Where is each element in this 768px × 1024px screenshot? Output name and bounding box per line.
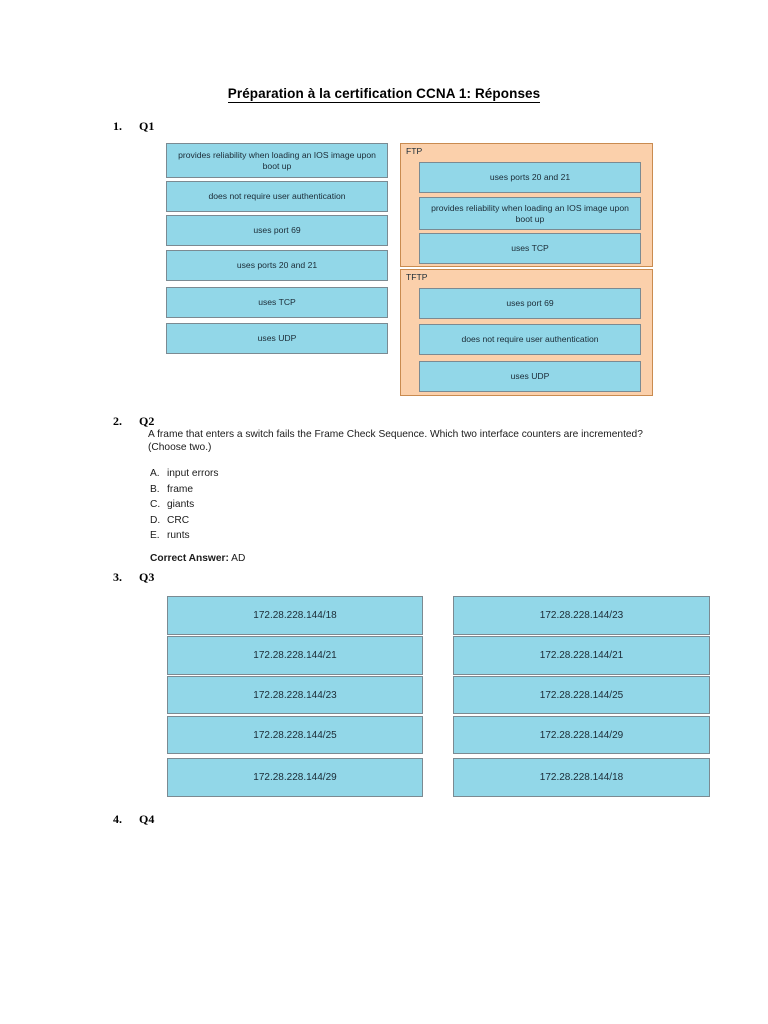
category-item-box-ftp[interactable]: uses ports 20 and 21 [419,162,641,193]
ip-box-left[interactable]: 172.28.228.144/21 [167,636,423,675]
correct-answer-label: Correct Answer: [150,553,229,564]
question-prompt-line2: (Choose two.) [148,442,212,454]
category-item-box-tftp[interactable]: does not require user authentication [419,324,641,355]
ip-box-right[interactable]: 172.28.228.144/18 [453,758,710,797]
source-item-box[interactable]: provides reliability when loading an IOS… [166,143,388,178]
answer-option[interactable]: B. frame [150,482,219,498]
ip-box-label: 172.28.228.144/25 [539,689,624,701]
answer-options-q2: A. input errors B. frame C. giants D. CRC E.… [150,466,219,544]
answer-option-text: CRC [167,514,190,526]
source-item-box[interactable]: uses TCP [166,287,388,318]
question-heading-q2: 2. Q2 [113,414,154,429]
ip-box-label: 172.28.228.144/29 [539,729,624,741]
answer-option-letter: A. [150,468,160,479]
category-item-label: provides reliability when loading an IOS… [431,202,629,224]
ip-box-right[interactable]: 172.28.228.144/23 [453,596,710,635]
answer-option-text: input errors [167,468,219,479]
question-number-q1: 1. [113,119,122,133]
page-title: Préparation à la certification CCNA 1: R… [0,86,768,103]
question-label-q1: Q1 [139,119,155,133]
category-item-label: uses port 69 [506,298,554,309]
source-item-label: uses UDP [257,333,297,344]
ip-box-label: 172.28.228.144/29 [253,772,337,783]
ip-box-right[interactable]: 172.28.228.144/25 [453,676,710,714]
question-number-q4: 4. [113,812,122,826]
correct-answer-value: AD [231,553,246,564]
ip-box-label: 172.28.228.144/21 [539,650,624,661]
category-item-box-ftp[interactable]: provides reliability when loading an IOS… [419,197,641,230]
ip-box-label: 172.28.228.144/25 [253,729,337,741]
question-heading-q1: 1. Q1 [113,119,154,134]
category-item-box-ftp[interactable]: uses TCP [419,233,641,264]
source-item-label: uses port 69 [253,225,301,236]
ip-box-label: 172.28.228.144/18 [539,772,624,783]
question-prompt-q2: A frame that enters a switch fails the F… [148,428,693,455]
category-item-label: uses TCP [511,243,549,254]
source-item-box[interactable]: uses ports 20 and 21 [166,250,388,281]
source-item-label: uses TCP [258,297,296,308]
source-item-label: provides reliability when loading an IOS… [178,149,376,171]
ip-box-right[interactable]: 172.28.228.144/21 [453,636,710,675]
page-title-text: Préparation à la certification CCNA 1: R… [227,86,541,103]
source-item-label: uses ports 20 and 21 [236,260,318,271]
ip-box-label: 172.28.228.144/23 [253,689,337,701]
question-heading-q4: 4. Q4 [113,812,154,827]
question-label-q2: Q2 [139,414,155,428]
answer-option[interactable]: C. giants [150,497,219,513]
category-item-box-tftp[interactable]: uses port 69 [419,288,641,319]
answer-option-letter: B. [150,483,160,495]
category-label-tftp: TFTP [406,272,428,282]
category-item-label: uses ports 20 and 21 [489,172,571,183]
source-item-box[interactable]: uses UDP [166,323,388,354]
correct-answer-q2: Correct Answer: AD [150,553,245,564]
answer-option-text: giants [167,499,195,510]
category-item-label: uses UDP [510,371,550,382]
source-item-label: does not require user authentication [208,191,346,202]
ip-box-left[interactable]: 172.28.228.144/18 [167,596,423,635]
ip-box-label: 172.28.228.144/18 [253,610,337,621]
question-heading-q3: 3. Q3 [113,570,154,585]
category-item-label: does not require user authentication [461,334,599,345]
question-label-q4: Q4 [139,812,155,826]
question-number-q3: 3. [113,570,122,584]
ip-box-left[interactable]: 172.28.228.144/25 [167,716,423,754]
ip-box-label: 172.28.228.144/21 [253,650,337,661]
answer-option-letter: D. [150,514,161,526]
answer-option[interactable]: E. runts [150,528,219,544]
answer-option[interactable]: A. input errors [150,466,219,482]
answer-option-letter: C. [150,499,161,510]
question-label-q3: Q3 [139,570,155,584]
ip-box-left[interactable]: 172.28.228.144/29 [167,758,423,797]
ip-box-right[interactable]: 172.28.228.144/29 [453,716,710,754]
answer-option[interactable]: D. CRC [150,513,219,529]
answer-option-letter: E. [150,530,160,541]
source-item-box[interactable]: uses port 69 [166,215,388,246]
category-item-box-tftp[interactable]: uses UDP [419,361,641,392]
answer-option-text: frame [167,483,194,495]
source-item-box[interactable]: does not require user authentication [166,181,388,212]
answer-option-text: runts [167,530,190,541]
ip-box-label: 172.28.228.144/23 [539,610,624,621]
category-label-ftp: FTP [406,146,423,156]
question-number-q2: 2. [113,414,122,428]
ip-box-left[interactable]: 172.28.228.144/23 [167,676,423,714]
question-prompt-line1: A frame that enters a switch fails the F… [148,429,643,440]
